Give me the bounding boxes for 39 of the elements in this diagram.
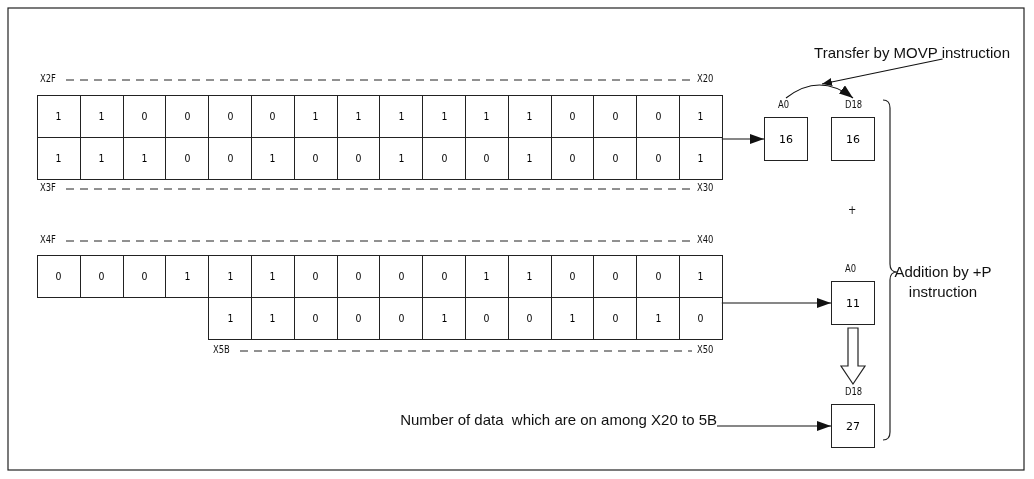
bit-cell: 1 xyxy=(679,255,723,298)
bit-cell: 1 xyxy=(37,95,81,138)
plus-sign: + xyxy=(848,202,857,217)
bit-table xyxy=(37,95,722,179)
bit-cell: 0 xyxy=(122,255,167,298)
arrow xyxy=(721,134,765,144)
register-box: 16 xyxy=(764,117,808,161)
arrow xyxy=(785,84,854,99)
register-box: 11 xyxy=(831,281,875,325)
register-box: 27 xyxy=(831,404,875,448)
address-label: X30 xyxy=(697,181,714,194)
address-label: X5B xyxy=(213,343,230,356)
operation-note: Addition by +P instruction xyxy=(893,262,993,302)
bit-cell: 1 xyxy=(37,137,81,180)
bit-cell: 1 xyxy=(208,297,252,340)
register-box: 16 xyxy=(831,117,875,161)
arrow xyxy=(721,298,832,308)
annotation-text: Transfer by MOVP instruction xyxy=(740,44,1010,61)
bit-cell: 0 xyxy=(679,297,723,340)
bit-cell: 0 xyxy=(79,255,124,298)
leader-arrow xyxy=(821,58,944,86)
address-label: X4F xyxy=(40,233,56,246)
address-label: X2F xyxy=(40,72,56,85)
hollow-arrow xyxy=(839,327,867,386)
bit-cell: 0 xyxy=(37,255,81,298)
register-name: D18 xyxy=(845,385,863,398)
bit-cell: 1 xyxy=(679,137,723,180)
annotation-text: Number of data which are on among X20 to 5B xyxy=(150,411,717,428)
bit-cell: 1 xyxy=(165,255,210,298)
address-label: X40 xyxy=(697,233,714,246)
address-label: X20 xyxy=(697,72,714,85)
register-name: A0 xyxy=(778,98,790,111)
arrow xyxy=(716,421,832,431)
address-label: X3F xyxy=(40,181,56,194)
bit-cell: 1 xyxy=(679,95,723,138)
address-label: X50 xyxy=(697,343,714,356)
register-name: A0 xyxy=(845,262,857,275)
register-name: D18 xyxy=(845,98,863,111)
bit-table xyxy=(37,255,722,339)
